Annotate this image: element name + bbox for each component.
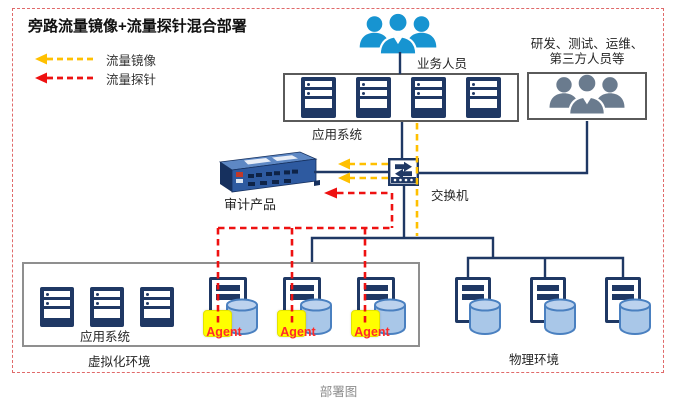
server-icon [40, 287, 74, 327]
agent-label: Agent [206, 325, 242, 339]
legend-item-traffic-probe: 流量探针 [34, 71, 157, 87]
server-icon [466, 77, 501, 118]
business-users-label: 业务人员 [417, 57, 468, 71]
server-icon [90, 287, 124, 327]
legend-probe-label: 流量探针 [106, 72, 157, 87]
agent-label: Agent [280, 325, 316, 339]
database-icon [467, 297, 503, 335]
database-icon [542, 297, 578, 335]
business-users-icon [356, 11, 440, 58]
app-system-box [283, 73, 519, 122]
probe-arrow-icon [35, 72, 94, 84]
server-icon [301, 77, 336, 118]
server-icon [356, 77, 391, 118]
switch-icon [388, 158, 419, 186]
dev-users-icon [538, 72, 636, 118]
diagram-title: 旁路流量镜像+流量探针混合部署 [28, 18, 247, 35]
mirror-arrow-icon [35, 53, 94, 65]
physical-env-label: 物理环境 [509, 353, 560, 367]
app-system-top-label: 应用系统 [312, 128, 363, 142]
database-icon [617, 297, 653, 335]
agent-label: Agent [354, 325, 390, 339]
dev-users-box [527, 72, 647, 120]
app-system-virtual-label: 应用系统 [80, 330, 131, 344]
diagram-border [12, 8, 664, 373]
server-icon [411, 77, 446, 118]
switch-label: 交换机 [431, 189, 469, 203]
audit-product-label: 审计产品 [224, 197, 277, 212]
server-icon [140, 287, 174, 327]
audit-appliance-image [218, 151, 320, 193]
dev-users-label: 研发、测试、运维、 第三方人员等 [530, 37, 644, 66]
virtual-env-label: 虚拟化环境 [88, 355, 151, 369]
legend-item-traffic-mirror: 流量镜像 [34, 52, 157, 68]
diagram-caption: 部署图 [319, 385, 358, 399]
legend-mirror-label: 流量镜像 [106, 53, 157, 68]
